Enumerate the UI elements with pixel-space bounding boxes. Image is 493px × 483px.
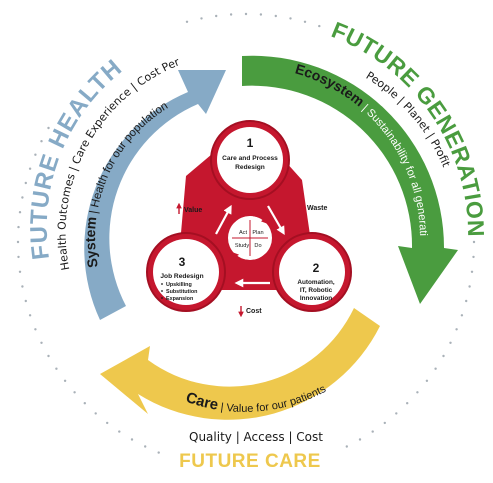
value-annotation: Value	[176, 202, 202, 214]
node-1-number: 1	[247, 136, 254, 150]
ring-dot	[371, 430, 374, 433]
ring-dot	[318, 24, 321, 28]
value-label: Value	[184, 207, 202, 214]
dotted-outer-ring	[16, 12, 476, 454]
ring-dot	[455, 328, 458, 331]
pdsa-study: Study	[235, 243, 250, 249]
ring-dot	[106, 421, 109, 425]
ring-dot	[21, 196, 24, 199]
node-1-line2: Redesign	[235, 164, 265, 171]
ring-dot	[21, 285, 24, 288]
ring-dot	[18, 270, 22, 273]
node-3-number: 3	[179, 255, 186, 269]
ring-dot	[383, 421, 386, 425]
ring-dot	[200, 17, 203, 20]
future-health-arrow	[84, 70, 227, 320]
ring-dot	[416, 391, 419, 394]
pdsa-plan: Plan	[252, 230, 263, 236]
ring-dot	[18, 211, 22, 214]
node-2-line3: Innovation	[300, 295, 332, 302]
node-3-bullets: Upskilling Substitution Expansion	[161, 282, 197, 302]
cycle-arrow-1-to-2	[267, 205, 285, 236]
ring-dot	[40, 341, 43, 344]
ring-dot	[28, 167, 32, 170]
ring-dot	[460, 314, 464, 317]
node-3-bullet: Expansion	[166, 296, 193, 302]
ring-dot	[34, 328, 37, 331]
ring-dot	[395, 412, 398, 415]
ring-dot	[244, 12, 248, 16]
ring-dot	[47, 354, 50, 358]
pdsa-do: Do	[254, 243, 261, 249]
ring-dot	[215, 14, 218, 18]
ring-dot	[472, 240, 476, 244]
ring-dot	[16, 240, 20, 244]
waste-label: Waste	[307, 205, 327, 212]
ring-dot	[24, 181, 27, 185]
node-2-number: 2	[313, 261, 320, 275]
ring-dot	[144, 445, 147, 448]
ring-dot	[345, 445, 348, 448]
ring-dot	[63, 379, 67, 382]
node-3-bullet: Upskilling	[166, 282, 192, 288]
ring-dot	[118, 430, 121, 433]
future-care-arrow	[100, 308, 380, 420]
ring-dot	[442, 354, 445, 358]
ring-dot	[449, 341, 452, 344]
ring-dot	[259, 13, 263, 16]
node-1-line1: Care and Process	[222, 155, 278, 162]
node-2-line1: Automation,	[297, 279, 334, 286]
ring-dot	[468, 285, 471, 288]
ring-dot	[24, 299, 27, 303]
ring-dot	[472, 255, 475, 259]
ring-dot	[434, 367, 437, 370]
ring-dot	[157, 451, 160, 454]
ring-dot	[406, 402, 409, 405]
ring-dot	[83, 402, 87, 405]
ring-dot	[229, 13, 233, 16]
cost-label: Cost	[246, 308, 262, 315]
future-care-title: FUTURE CARE	[179, 451, 321, 472]
cycle-arrow-3-to-1	[215, 204, 232, 235]
future-care-subtitle: Quality | Access | Cost	[189, 430, 323, 444]
ring-dot	[73, 391, 76, 394]
ring-dot	[303, 20, 307, 23]
ring-dot	[17, 225, 20, 229]
ring-dot	[358, 438, 362, 441]
ring-dot	[40, 140, 43, 143]
ring-dot	[47, 126, 50, 130]
ring-dot	[289, 17, 292, 20]
node-3-title: Job Redesign	[160, 273, 203, 280]
ring-dot	[34, 153, 37, 156]
node-2-line2: IT, Robotic	[300, 287, 333, 294]
ring-dot	[185, 20, 189, 23]
ring-dot	[470, 270, 474, 273]
node-3-bullet: Substitution	[166, 289, 197, 295]
ring-dot	[465, 299, 468, 303]
ring-dot	[55, 367, 58, 370]
ring-dot	[17, 255, 20, 259]
future-generations-arrow	[242, 55, 458, 304]
pdsa-act: Act	[239, 230, 248, 236]
waste-annotation: Waste	[299, 203, 327, 215]
ring-dot	[28, 314, 32, 317]
ring-dot	[94, 412, 97, 415]
core-improvement-cycle: Act Plan Study Do 1 Care and Process Red…	[146, 120, 352, 312]
ring-dot	[425, 379, 429, 382]
ring-dot	[274, 14, 277, 18]
cost-annotation: Cost	[238, 306, 262, 318]
ring-dot	[130, 438, 134, 441]
